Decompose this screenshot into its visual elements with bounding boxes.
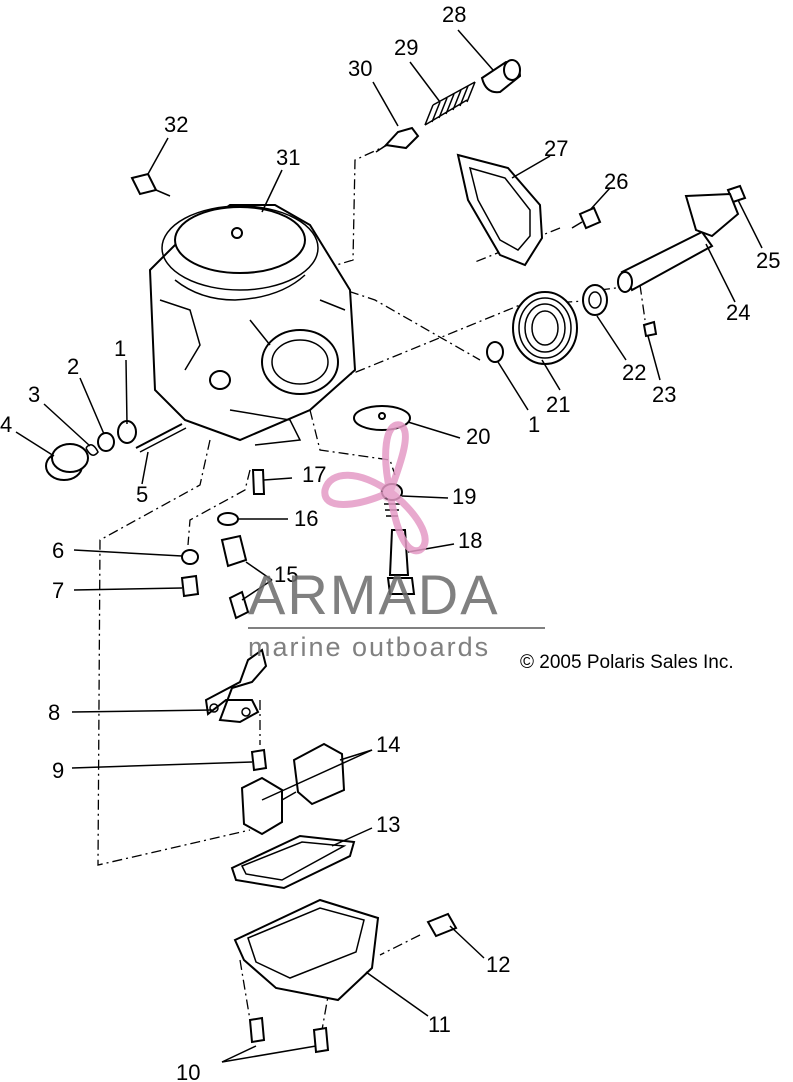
- part-8-bracket: [204, 648, 268, 724]
- label-24: 24: [726, 300, 750, 325]
- label-31: 31: [276, 145, 300, 170]
- label-17: 17: [302, 462, 326, 487]
- part-26-screw: [571, 206, 602, 230]
- copyright-text: © 2005 Polaris Sales Inc.: [520, 652, 734, 673]
- part-7-screw: [180, 574, 200, 598]
- part-11-float-bowl: [233, 898, 380, 1002]
- label-1-right: 1: [528, 412, 540, 437]
- part-15-valve: [220, 534, 250, 620]
- label-4: 4: [0, 412, 12, 437]
- label-6: 6: [52, 538, 64, 563]
- label-28: 28: [442, 2, 466, 27]
- label-23: 23: [652, 382, 676, 407]
- part-5-screw: [135, 423, 187, 453]
- brand-name: ARMADA: [248, 563, 500, 626]
- part-27-cover-gasket: [456, 153, 544, 267]
- part-4-cap: [45, 443, 89, 481]
- label-8: 8: [48, 700, 60, 725]
- label-21: 21: [546, 392, 570, 417]
- label-9: 9: [52, 758, 64, 783]
- label-18: 18: [458, 528, 482, 553]
- part-30-needle: [375, 126, 420, 153]
- part-6-washer: [181, 549, 199, 565]
- label-25: 25: [756, 248, 780, 273]
- label-3: 3: [28, 382, 40, 407]
- part-13-gasket: [230, 834, 356, 890]
- part-24-throttle-shaft: [617, 192, 740, 293]
- label-19: 19: [452, 484, 476, 509]
- part-12-drain-screw: [426, 912, 458, 938]
- label-10: 10: [176, 1060, 200, 1082]
- part-9-screw: [250, 748, 268, 772]
- label-22: 22: [622, 360, 646, 385]
- part-21-spring: [512, 291, 578, 365]
- brand-tagline: marine outboards: [248, 632, 490, 662]
- part-29-spring: [424, 81, 476, 126]
- propeller-logo: [321, 421, 429, 555]
- part-1-washer-right: [486, 341, 504, 363]
- label-5: 5: [136, 482, 148, 507]
- part-32-screw: [130, 172, 171, 197]
- part-16-oring: [217, 512, 239, 526]
- label-29: 29: [394, 35, 418, 60]
- part-2-washer: [97, 432, 115, 452]
- label-30: 30: [348, 56, 372, 81]
- label-12: 12: [486, 952, 510, 977]
- part-28-cap: [480, 59, 522, 94]
- label-16: 16: [294, 506, 318, 531]
- label-7: 7: [52, 578, 64, 603]
- label-14: 14: [376, 732, 400, 757]
- label-32: 32: [164, 112, 188, 137]
- label-20: 20: [466, 424, 490, 449]
- part-23-screw: [642, 320, 658, 338]
- leader-lines: [15, 29, 763, 1063]
- label-1-left: 1: [114, 336, 126, 361]
- label-11: 11: [428, 1012, 451, 1037]
- part-31-carburetor-body: [148, 204, 357, 446]
- part-22-seal: [582, 284, 608, 316]
- label-15: 15: [274, 562, 298, 587]
- label-13: 13: [376, 812, 400, 837]
- part-1-washer-left: [117, 420, 137, 444]
- armada-watermark: ARMADA marine outboards: [248, 421, 545, 662]
- part-10-screws: [248, 1016, 330, 1054]
- label-26: 26: [604, 169, 628, 194]
- label-27: 27: [544, 136, 568, 161]
- part-17-jet: [251, 469, 266, 495]
- label-2: 2: [67, 354, 79, 379]
